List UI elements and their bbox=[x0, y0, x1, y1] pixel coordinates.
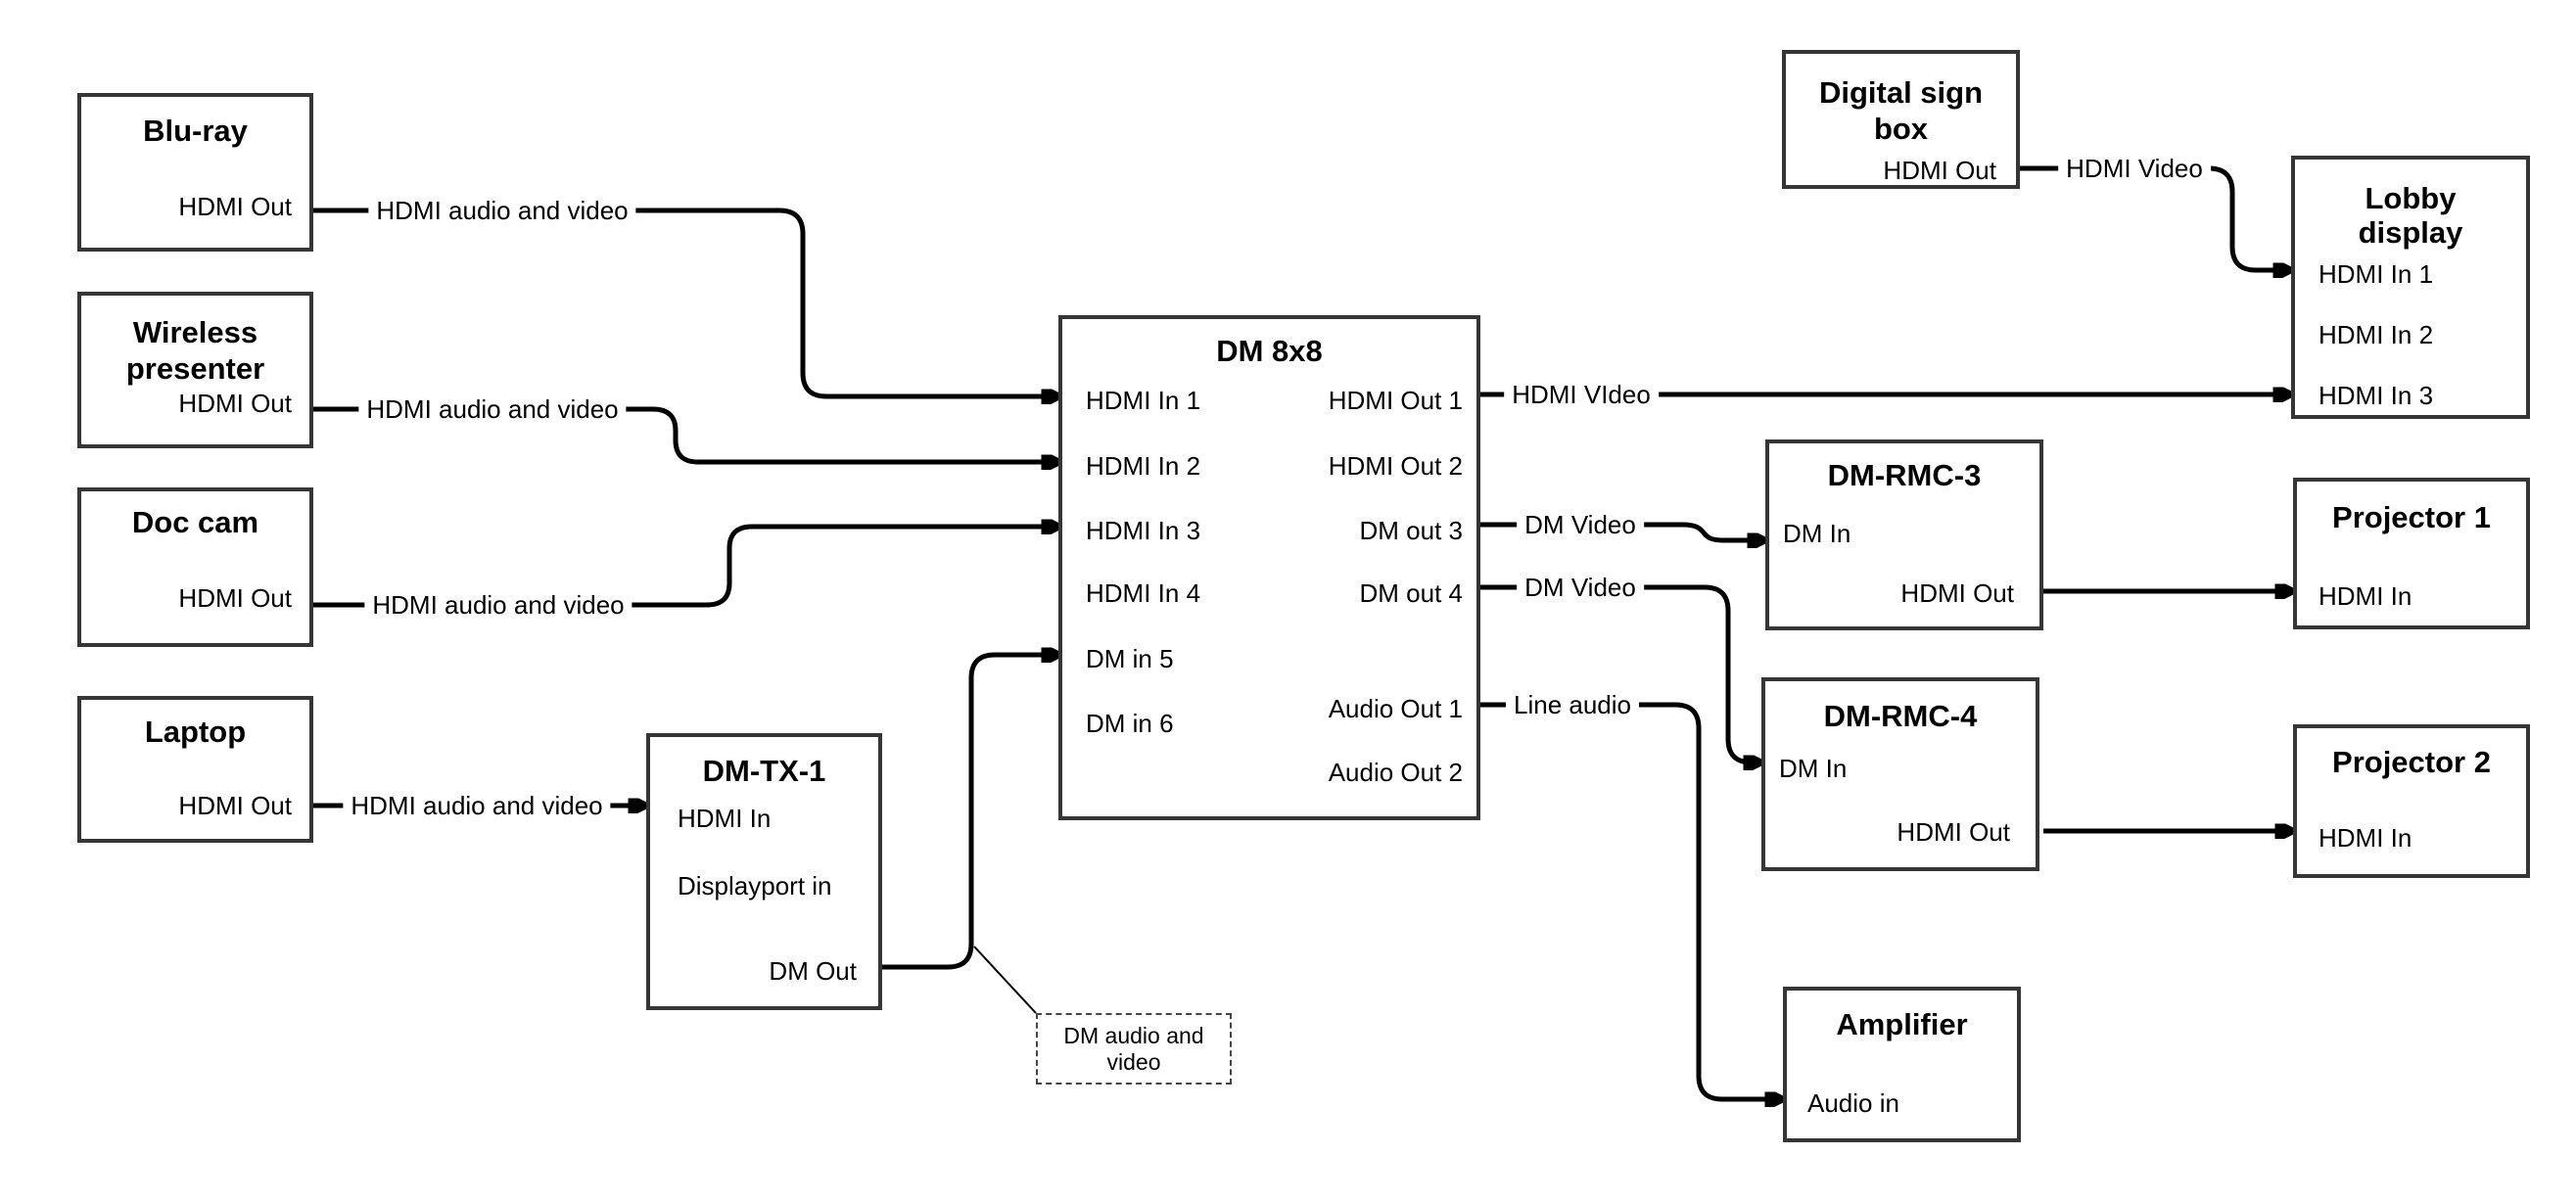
node-title: DM-RMC-3 bbox=[1827, 458, 1982, 492]
node-title-line2: display bbox=[2358, 215, 2463, 250]
wire-doccam-to-dm-hdmi-in-3 bbox=[313, 527, 1056, 608]
node-projector-1: Projector 1 HDMI In bbox=[2293, 478, 2530, 629]
port-hdmi-in: HDMI In bbox=[2318, 581, 2412, 611]
node-title: Amplifier bbox=[1836, 1007, 1968, 1041]
node-title: Doc cam bbox=[131, 505, 259, 539]
node-title: DM 8x8 bbox=[1216, 334, 1323, 368]
node-bluray: Blu-ray HDMI Out bbox=[77, 93, 313, 252]
port-hdmi-in-4: HDMI In 4 bbox=[1086, 578, 1201, 608]
wire-dm-out-3-to-rmc3-dm-in bbox=[1480, 522, 1762, 540]
node-title: Laptop bbox=[144, 715, 247, 749]
note-text: DM audio and video bbox=[1063, 1022, 1204, 1075]
wire-label-line-audio: Line audio bbox=[1506, 690, 1639, 719]
note-callout-line bbox=[973, 946, 1037, 1014]
node-dm-8x8: DM 8x8 HDMI In 1 HDMI In 2 HDMI In 3 HDM… bbox=[1058, 315, 1480, 820]
port-displayport-in: Displayport in bbox=[678, 871, 832, 901]
port-hdmi-in: HDMI In bbox=[678, 804, 772, 833]
port-hdmi-out: HDMI Out bbox=[1883, 156, 1996, 185]
port-hdmi-in-3: HDMI In 3 bbox=[2318, 381, 2434, 410]
port-hdmi-out: HDMI Out bbox=[178, 192, 292, 221]
node-projector-2: Projector 2 HDMI In bbox=[2293, 724, 2530, 878]
node-doc-cam: Doc cam HDMI Out bbox=[77, 487, 313, 647]
node-digital-sign-box: Digital sign box HDMI Out bbox=[1782, 50, 2020, 189]
port-hdmi-out: HDMI Out bbox=[1897, 817, 2010, 847]
node-dm-tx-1: DM-TX-1 HDMI In Displayport in DM Out bbox=[646, 733, 882, 1010]
wire-label-dm-video-out3: DM Video bbox=[1517, 510, 1644, 539]
wire-label-hdmi-audio-video-4: HDMI audio and video bbox=[343, 791, 611, 820]
wire-wireless-to-dm-hdmi-in-2 bbox=[313, 406, 1056, 462]
port-hdmi-in-3: HDMI In 3 bbox=[1086, 516, 1201, 545]
wire-label-hdmi-audio-video-3: HDMI audio and video bbox=[364, 590, 632, 620]
port-audio-in: Audio in bbox=[1807, 1088, 1899, 1118]
node-title: Projector 1 bbox=[2332, 500, 2491, 534]
node-amplifier: Amplifier Audio in bbox=[1783, 987, 2021, 1142]
port-dm-in-6: DM in 6 bbox=[1086, 709, 1174, 738]
node-lobby-display: Lobby display HDMI In 1 HDMI In 2 HDMI I… bbox=[2291, 156, 2530, 419]
port-hdmi-out-1: HDMI Out 1 bbox=[1328, 386, 1463, 415]
port-hdmi-in-1: HDMI In 1 bbox=[1086, 386, 1201, 415]
node-wireless-presenter: Wireless presenter HDMI Out bbox=[77, 292, 313, 448]
node-title: Blu-ray bbox=[143, 114, 248, 148]
node-title: DM-TX-1 bbox=[702, 754, 826, 788]
port-dm-out-3: DM out 3 bbox=[1359, 516, 1464, 545]
port-hdmi-out: HDMI Out bbox=[1900, 578, 2014, 608]
port-hdmi-out: HDMI Out bbox=[178, 791, 292, 820]
wire-label-hdmi-video-out1: HDMI VIdeo bbox=[1504, 380, 1659, 409]
port-hdmi-out: HDMI Out bbox=[178, 389, 292, 418]
wire-label-hdmi-audio-video-2: HDMI audio and video bbox=[358, 394, 627, 424]
wire-digitalsign-to-lobby-in-1 bbox=[2020, 165, 2288, 270]
port-hdmi-in-2: HDMI In 2 bbox=[2318, 320, 2434, 349]
wire-bluray-to-dm-hdmi-in-1 bbox=[313, 208, 1056, 396]
port-hdmi-out-2: HDMI Out 2 bbox=[1328, 451, 1463, 481]
node-title-line2: presenter bbox=[125, 351, 265, 386]
wire-audio-out-1-to-amplifier bbox=[1480, 702, 1780, 1099]
wire-label-dm-video-out4: DM Video bbox=[1517, 573, 1644, 602]
port-audio-out-1: Audio Out 1 bbox=[1328, 694, 1463, 723]
port-hdmi-in-1: HDMI In 1 bbox=[2318, 259, 2434, 289]
node-title: Digital sign bbox=[1818, 75, 1984, 110]
node-laptop: Laptop HDMI Out bbox=[77, 696, 313, 843]
node-title-line2: box bbox=[1873, 112, 1929, 146]
wire-label-hdmi-audio-video-1: HDMI audio and video bbox=[368, 196, 636, 225]
port-dm-in-5: DM in 5 bbox=[1086, 644, 1174, 673]
wire-dmtx1-to-dm-in-5 bbox=[882, 655, 1056, 970]
node-title: DM-RMC-4 bbox=[1823, 699, 1978, 733]
wire-dm-out-4-to-rmc4-dm-in bbox=[1480, 584, 1758, 762]
port-hdmi-in-2: HDMI In 2 bbox=[1086, 451, 1201, 481]
node-title: Projector 2 bbox=[2332, 745, 2491, 779]
port-audio-out-2: Audio Out 2 bbox=[1328, 758, 1463, 787]
wire-label-hdmi-video-sign: HDMI Video bbox=[2058, 154, 2211, 183]
port-hdmi-out: HDMI Out bbox=[178, 583, 292, 613]
node-title: Wireless bbox=[132, 315, 258, 349]
node-title: Lobby bbox=[2365, 181, 2457, 215]
port-dm-in: DM In bbox=[1783, 519, 1851, 548]
port-dm-out-4: DM out 4 bbox=[1359, 578, 1464, 608]
node-dm-rmc-3: DM-RMC-3 DM In HDMI Out bbox=[1765, 439, 2043, 630]
port-dm-in: DM In bbox=[1779, 754, 1848, 783]
node-dm-rmc-4: DM-RMC-4 DM In HDMI Out bbox=[1761, 677, 2039, 871]
note-dm-audio-and-video: DM audio and video bbox=[1036, 1013, 1232, 1085]
port-hdmi-in: HDMI In bbox=[2318, 823, 2412, 853]
port-dm-out: DM Out bbox=[769, 956, 857, 986]
